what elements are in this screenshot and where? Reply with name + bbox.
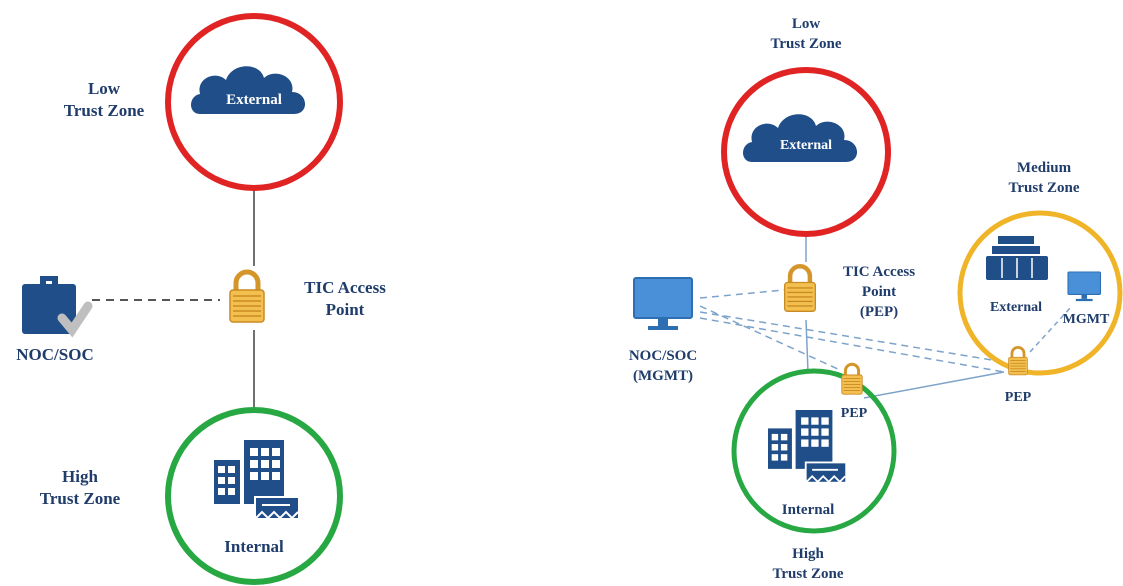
pep-internal-lock-icon (840, 362, 864, 396)
tic-label-line1: TIC Access (304, 278, 386, 297)
right-noc-soc-label-line1: NOC/SOC (628, 348, 698, 364)
noc-soc-monitor-icon (633, 277, 693, 331)
high-zone-label-line2: Trust Zone (39, 489, 121, 508)
high-trust-zone-circle (165, 407, 343, 585)
pep-medium-label: PEP (1004, 390, 1032, 405)
right-low-zone-label-line2: Trust Zone (770, 36, 842, 52)
right-high-zone-label: High Trust Zone (748, 544, 868, 584)
external-cloud-icon (191, 66, 306, 114)
high-zone-label-line1: High (62, 467, 98, 486)
low-trust-zone-circle (165, 13, 343, 191)
pep-internal-label: PEP (840, 406, 868, 421)
high-zone-label: High Trust Zone (10, 466, 150, 510)
right-noc-soc-label: NOC/SOC (MGMT) (604, 346, 722, 386)
server-cluster-icon (986, 236, 1048, 280)
tic-lock-icon (230, 272, 264, 322)
right-tic-label: TIC Access Point (PEP) (826, 262, 932, 322)
internal-label: Internal (224, 537, 284, 556)
mgmt-monitor-icon (1067, 271, 1102, 302)
tic-label: TIC Access Point (290, 277, 400, 321)
right-low-trust-zone-circle (721, 67, 891, 237)
right-tic-label-line2: Point (861, 284, 897, 300)
medium-trust-zone-circle (957, 210, 1123, 376)
right-links (699, 234, 1073, 399)
right-internal-label: Internal (781, 502, 835, 518)
medium-zone-label: Medium Trust Zone (988, 158, 1100, 198)
medium-external-label: External (989, 300, 1043, 315)
right-tic-label-line1: TIC Access (842, 264, 916, 280)
internal-building-icon (213, 439, 299, 519)
right-high-trust-zone-circle (731, 368, 897, 534)
external-label: External (226, 92, 282, 108)
noc-soc-toolbag-icon (22, 276, 93, 338)
low-zone-label: Low Trust Zone (34, 78, 174, 122)
pep-medium-lock-icon (1007, 345, 1029, 377)
right-external-label: External (779, 138, 833, 153)
medium-zone-label-line1: Medium (1016, 160, 1072, 176)
tic-label-line2: Point (325, 300, 365, 319)
medium-zone-label-line2: Trust Zone (1008, 180, 1080, 196)
low-zone-label-line1: Low (87, 79, 121, 98)
right-low-zone-label: Low Trust Zone (746, 14, 866, 54)
right-external-cloud-icon (743, 114, 858, 162)
right-high-zone-label-line1: High (792, 546, 824, 562)
right-noc-soc-label-line2: (MGMT) (633, 368, 693, 384)
right-high-zone-label-line2: Trust Zone (772, 566, 844, 582)
right-tic-lock-icon (785, 266, 816, 311)
noc-soc-label: NOC/SOC (16, 345, 94, 364)
right-tic-label-line3: (PEP) (859, 304, 899, 320)
low-zone-label-line2: Trust Zone (63, 101, 145, 120)
mgmt-label: MGMT (1062, 312, 1110, 327)
right-low-zone-label-line1: Low (791, 16, 821, 32)
